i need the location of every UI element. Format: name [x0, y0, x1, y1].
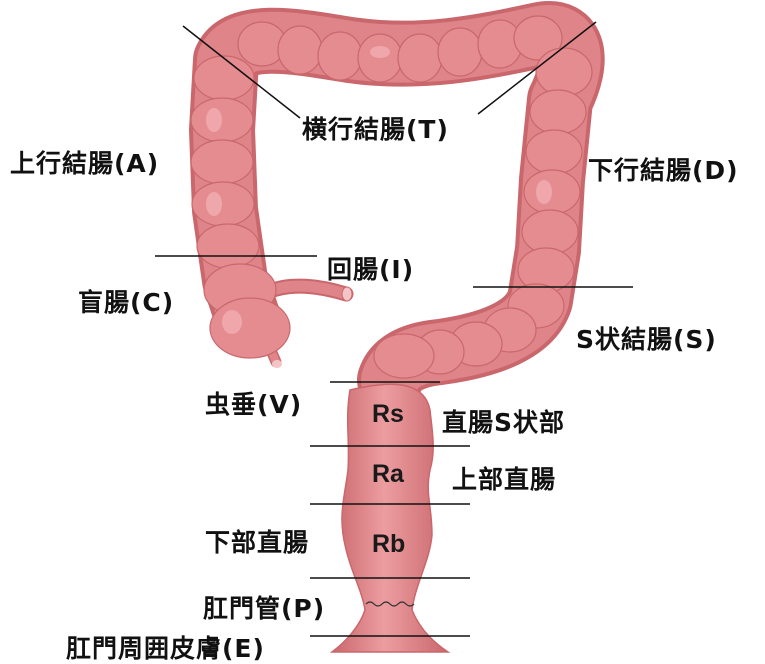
label-perianal-skin: 肛門周囲皮膚(E)	[66, 636, 265, 661]
segment-ra: Ra	[372, 462, 404, 487]
label-rectosigmoid: 直腸S状部	[442, 410, 565, 435]
label-descending-colon: 下行結腸(D)	[588, 158, 739, 183]
label-lower-rectum: 下部直腸	[205, 530, 309, 555]
label-ascending-colon: 上行結腸(A)	[10, 151, 159, 176]
label-transverse-colon: 横行結腸(T)	[302, 117, 449, 142]
label-sigmoid-colon: S状結腸(S)	[576, 327, 717, 352]
segment-rs: Rs	[372, 402, 404, 427]
label-anal-canal: 肛門管(P)	[203, 596, 325, 621]
segment-rb: Rb	[372, 532, 405, 557]
label-ileum: 回腸(I)	[327, 257, 414, 282]
label-upper-rectum: 上部直腸	[452, 467, 556, 492]
label-appendix: 虫垂(V)	[205, 392, 302, 417]
label-cecum: 盲腸(C)	[78, 290, 174, 315]
